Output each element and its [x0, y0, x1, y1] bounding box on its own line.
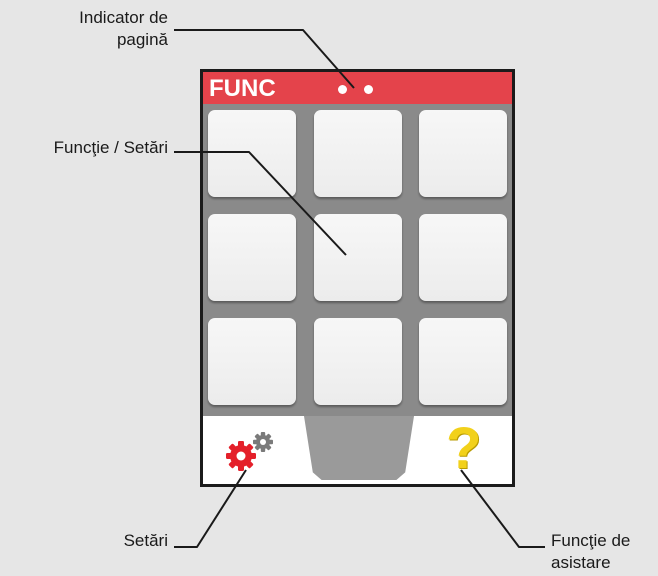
question-mark-icon: ?	[446, 416, 482, 481]
help-button[interactable]: ?	[446, 416, 481, 482]
leader-line-help	[460, 469, 545, 548]
function-tile-3[interactable]	[419, 110, 507, 197]
callout-page-indicator-line2: pagină	[116, 30, 168, 49]
callout-settings: Setări	[123, 531, 168, 550]
leader-line-settings	[174, 469, 247, 548]
callout-page-indicator: Indicator de pagină	[79, 7, 168, 51]
function-tile-5[interactable]	[314, 214, 402, 301]
leader-line-page-indicator	[174, 29, 355, 89]
callout-help-function: Funcţie de asistare	[551, 530, 630, 574]
function-tile-4[interactable]	[208, 214, 296, 301]
function-tile-1[interactable]	[208, 110, 296, 197]
function-tile-7[interactable]	[208, 318, 296, 405]
page-dot-2[interactable]	[364, 85, 373, 94]
page-dot-1[interactable]	[338, 85, 347, 94]
leader-line-function-settings	[174, 151, 347, 256]
callout-function-settings: Funcţie / Setări	[53, 138, 168, 157]
callout-help-line1: Funcţie de	[551, 531, 631, 550]
screen-title: FUNC	[209, 75, 276, 102]
function-grid	[203, 104, 512, 416]
callout-help-line2: asistare	[551, 553, 611, 572]
function-tile-9[interactable]	[419, 318, 507, 405]
function-tile-6[interactable]	[419, 214, 507, 301]
settings-button[interactable]	[221, 426, 281, 476]
header-bar: FUNC	[203, 72, 512, 104]
function-tile-2[interactable]	[314, 110, 402, 197]
function-tile-8[interactable]	[314, 318, 402, 405]
callout-page-indicator-line1: Indicator de	[79, 8, 168, 27]
center-tab	[304, 416, 414, 480]
bottom-bar: ?	[203, 416, 512, 484]
gears-icon	[226, 432, 273, 471]
